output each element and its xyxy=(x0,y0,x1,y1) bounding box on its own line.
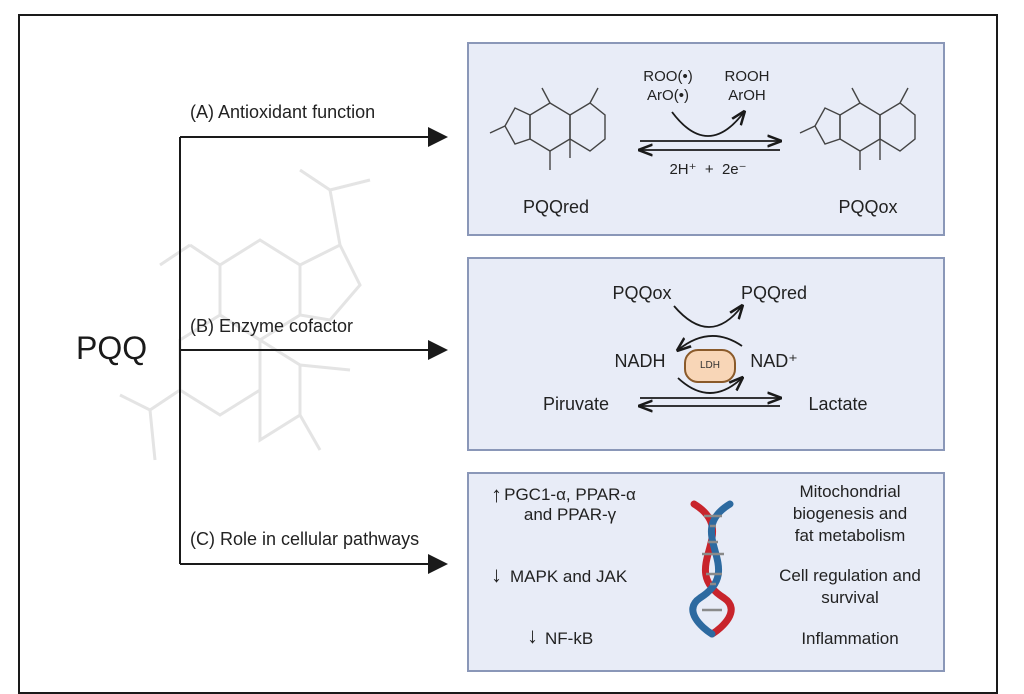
down-arrow-icon: ↓ xyxy=(527,623,538,648)
main-label: PQQ xyxy=(76,330,148,366)
redox-arrows xyxy=(0,0,1024,667)
ldh-enzyme-badge: LDH xyxy=(684,349,736,383)
reactant-aro: ArO(•) xyxy=(647,87,689,104)
mapk-jak-target: MAPK and JAK xyxy=(510,567,628,586)
pgc1-ppar-target-line2: and PPAR-γ xyxy=(523,505,617,524)
dna-helix-icon xyxy=(689,500,735,638)
pqq-watermark-structure xyxy=(119,168,371,461)
down-arrow-icon: ↓ xyxy=(491,562,502,587)
mitochondrial-effect-line3: fat metabolism xyxy=(794,526,906,545)
pqqred-label: PQQred xyxy=(522,197,590,217)
lactate-label: Lactate xyxy=(808,394,868,414)
up-arrow-icon: ↑ xyxy=(491,482,502,507)
pgc1-ppar-target-line1: PGC1-α, PPAR-α xyxy=(504,485,636,504)
mitochondrial-effect-line2: biogenesis and xyxy=(792,504,908,523)
inflammation-effect: Inflammation xyxy=(801,629,899,648)
cell-regulation-effect-line1: Cell regulation and xyxy=(779,566,921,585)
reactant-roo: ROO(•) xyxy=(643,68,693,85)
branch-b-label: (B) Enzyme cofactor xyxy=(190,316,354,336)
pqqox-top: PQQox xyxy=(612,283,672,303)
pqqred-structure xyxy=(489,87,606,170)
branch-a-label: (A) Antioxidant function xyxy=(190,102,376,122)
nfkb-target: NF-kB xyxy=(545,629,594,648)
product-aroh: ArOH xyxy=(728,87,766,104)
nadh-label: NADH xyxy=(614,351,666,371)
cofactor-cycle-arrows xyxy=(0,0,1024,667)
mitochondrial-effect-line1: Mitochondrial xyxy=(799,482,901,501)
nad-label: NAD⁺ xyxy=(750,351,798,371)
cell-regulation-effect-line2: survival xyxy=(821,588,879,607)
panel-antioxidant xyxy=(467,42,945,236)
pqqred-top: PQQred xyxy=(740,283,808,303)
pqqox-label: PQQox xyxy=(838,197,898,217)
piruvate-label: Piruvate xyxy=(542,394,610,414)
branch-c-label: (C) Role in cellular pathways xyxy=(190,529,420,549)
pqqox-structure xyxy=(799,87,916,170)
product-rooh: ROOH xyxy=(724,68,770,85)
branch-arrows xyxy=(179,127,448,574)
reverse-protons-electrons: 2H⁺ + 2e⁻ xyxy=(669,161,747,178)
